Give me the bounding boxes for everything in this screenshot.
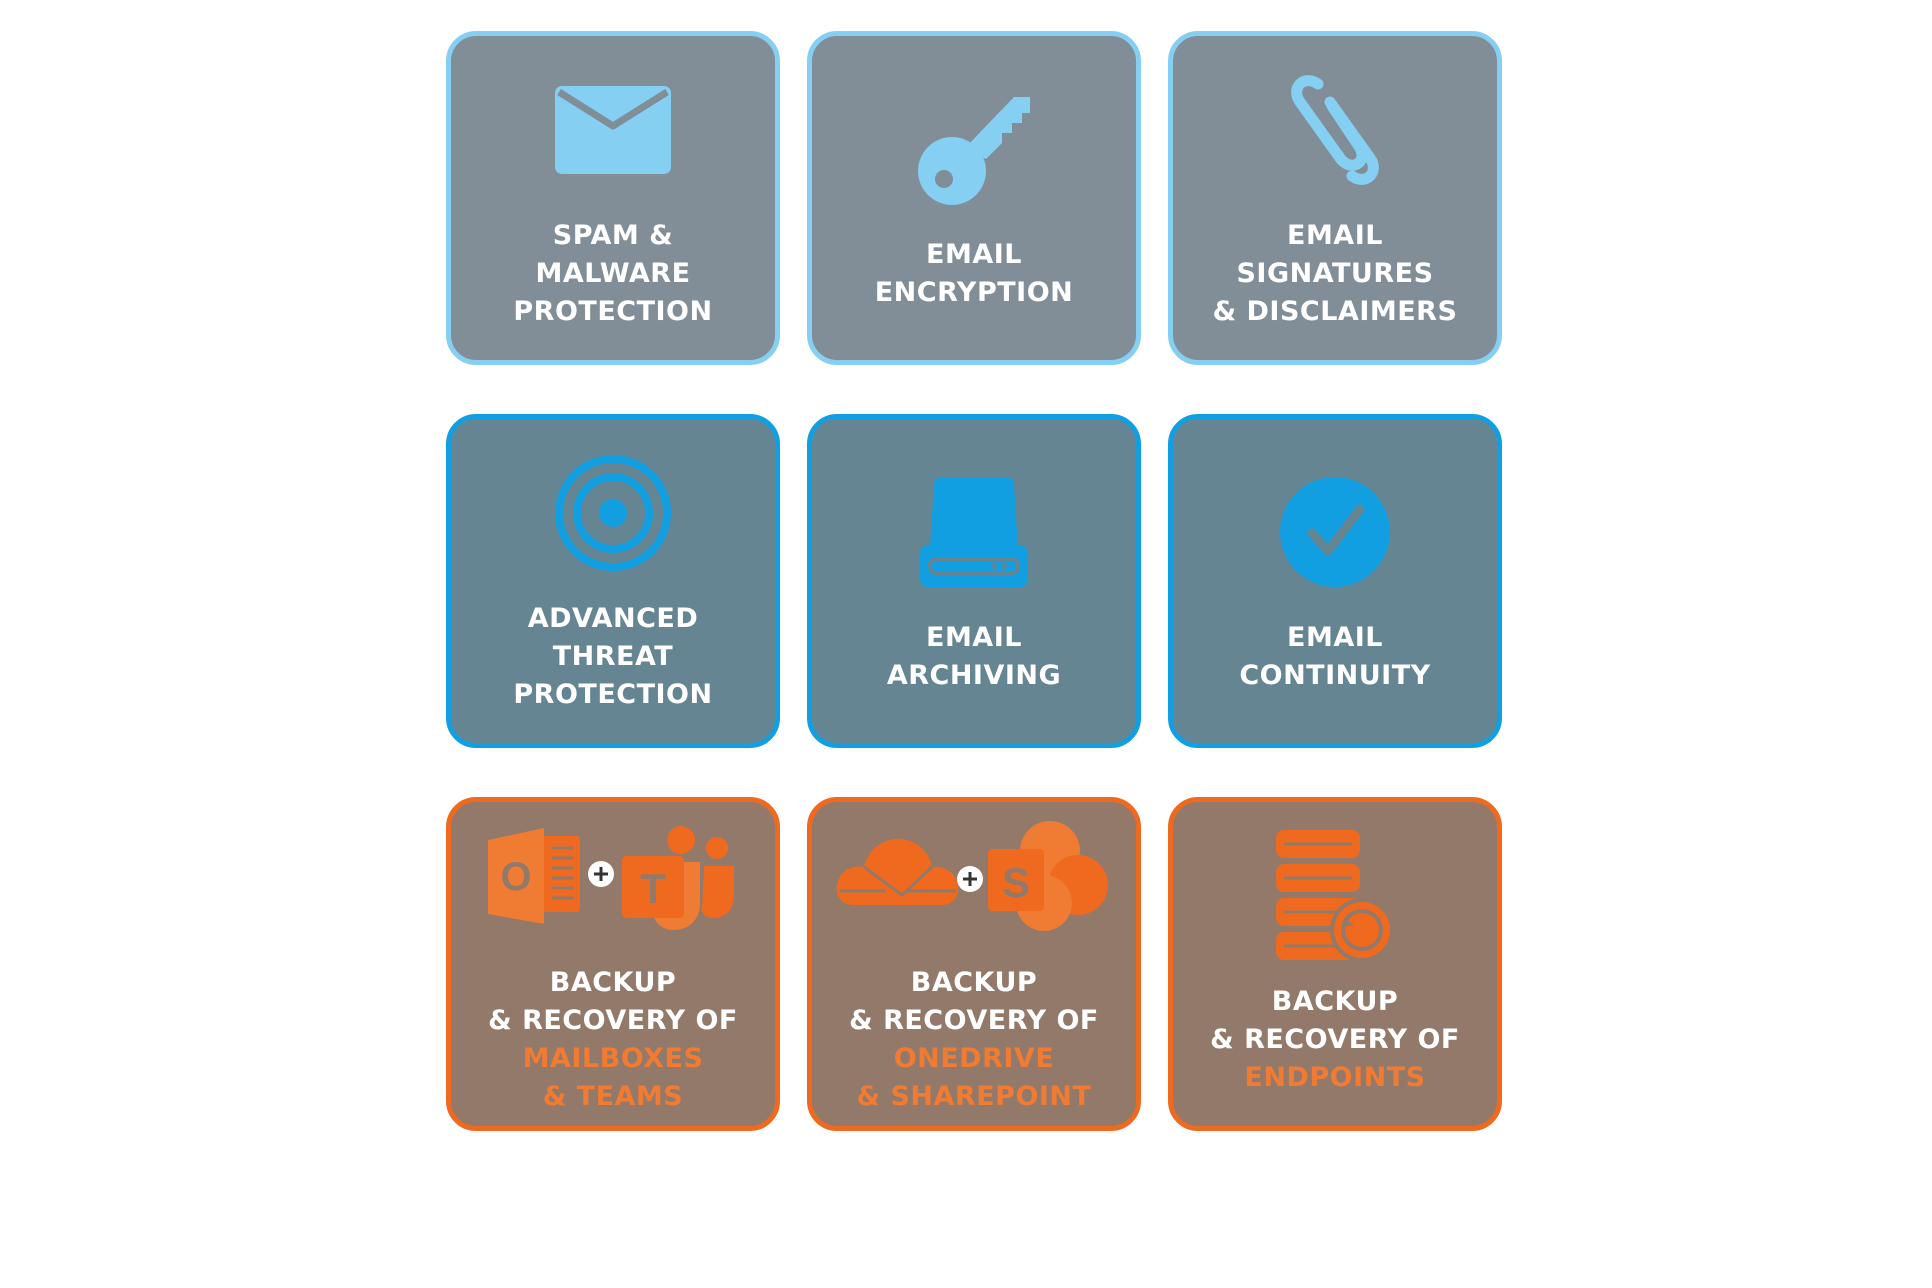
label-line: EMAIL (1287, 220, 1383, 251)
envelope-icon (555, 65, 671, 195)
tile-backup-onedrive-sharepoint[interactable]: S BACKUP & RECOVERY OF ONEDRIVE & SHAREP… (807, 797, 1141, 1131)
label-line: MALWARE (535, 258, 691, 289)
label-highlight: & SHAREPOINT (856, 1081, 1092, 1112)
tile-email-signatures-disclaimers[interactable]: EMAIL SIGNATURES & DISCLAIMERS (1168, 31, 1502, 365)
sharepoint-letter: S (1002, 859, 1030, 906)
label-highlight: ENDPOINTS (1244, 1062, 1426, 1093)
label-highlight: ONEDRIVE (893, 1043, 1055, 1074)
outlook-icon: O (488, 828, 580, 924)
label-line: SPAM & (552, 220, 674, 251)
label-highlight: MAILBOXES (522, 1043, 704, 1074)
label-line: & DISCLAIMERS (1212, 296, 1458, 327)
key-icon (918, 84, 1030, 214)
label-line: BACKUP (549, 967, 677, 998)
tile-backup-mailboxes-teams[interactable]: O T BACKUP & RECOVERY (446, 797, 780, 1131)
tile-label: BACKUP & RECOVERY OF MAILBOXES & TEAMS (488, 964, 738, 1116)
tile-label: BACKUP & RECOVERY OF ENDPOINTS (1210, 983, 1460, 1097)
label-line: THREAT (552, 641, 674, 672)
paperclip-icon (1290, 65, 1380, 195)
checkmark-circle-icon (1280, 467, 1390, 597)
plus-icon (957, 866, 983, 892)
feature-grid: SPAM & MALWARE PROTECTION EMAIL ENCRYPTI… (446, 31, 1504, 1131)
label-line: ARCHIVING (886, 660, 1062, 691)
tile-label: BACKUP & RECOVERY OF ONEDRIVE & SHAREPOI… (849, 964, 1099, 1116)
label-line: PROTECTION (513, 296, 713, 327)
label-line: EMAIL (1287, 622, 1383, 653)
onedrive-sharepoint-icon: S (834, 812, 1114, 942)
label-line: PROTECTION (513, 679, 713, 710)
teams-icon: T (622, 826, 734, 930)
onedrive-icon (836, 838, 959, 905)
tile-spam-malware-protection[interactable]: SPAM & MALWARE PROTECTION (446, 31, 780, 365)
label-highlight: & TEAMS (542, 1081, 684, 1112)
tile-label: EMAIL CONTINUITY (1239, 619, 1430, 695)
tile-email-archiving[interactable]: EMAIL ARCHIVING (807, 414, 1141, 748)
tile-email-continuity[interactable]: EMAIL CONTINUITY (1168, 414, 1502, 748)
tile-label: EMAIL ARCHIVING (887, 619, 1061, 695)
outlook-letter: O (500, 855, 531, 899)
tile-label: ADVANCED THREAT PROTECTION (513, 600, 712, 714)
tile-email-encryption[interactable]: EMAIL ENCRYPTION (807, 31, 1141, 365)
teams-letter: T (640, 865, 666, 912)
label-line: ADVANCED (527, 603, 699, 634)
label-line: CONTINUITY (1239, 660, 1431, 691)
sharepoint-icon: S (988, 821, 1108, 931)
label-line: & RECOVERY OF (488, 1005, 738, 1036)
target-icon (555, 448, 671, 578)
label-line: & RECOVERY OF (1210, 1024, 1460, 1055)
hard-drive-icon (920, 467, 1028, 597)
label-line: EMAIL (926, 622, 1022, 653)
tile-label: SPAM & MALWARE PROTECTION (513, 217, 712, 331)
tile-label: EMAIL ENCRYPTION (875, 236, 1074, 312)
label-line: & RECOVERY OF (849, 1005, 1099, 1036)
server-backup-icon (1276, 830, 1394, 962)
label-line: BACKUP (910, 967, 1038, 998)
label-line: BACKUP (1271, 986, 1399, 1017)
tile-label: EMAIL SIGNATURES & DISCLAIMERS (1213, 217, 1458, 331)
label-line: ENCRYPTION (874, 277, 1074, 308)
tile-advanced-threat-protection[interactable]: ADVANCED THREAT PROTECTION (446, 414, 780, 748)
plus-icon (588, 861, 614, 887)
label-line: EMAIL (926, 239, 1022, 270)
tile-backup-endpoints[interactable]: BACKUP & RECOVERY OF ENDPOINTS (1168, 797, 1502, 1131)
label-line: SIGNATURES (1236, 258, 1434, 289)
outlook-teams-icon: O T (488, 812, 738, 942)
